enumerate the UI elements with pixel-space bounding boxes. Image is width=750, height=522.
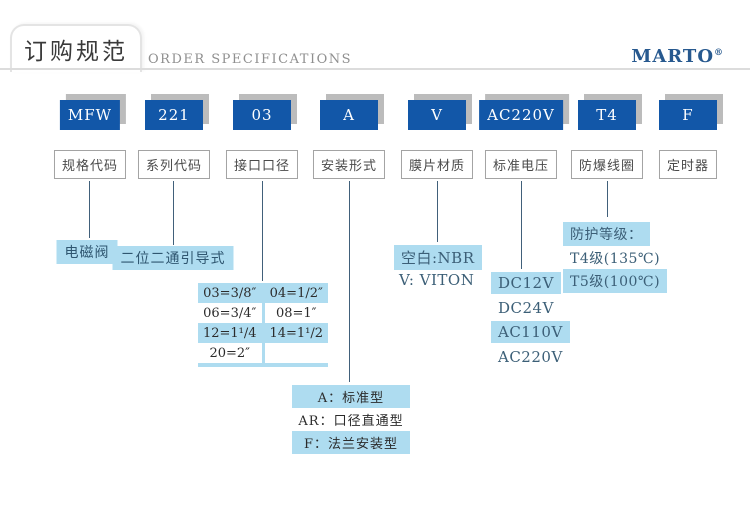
detail-coil-t5: T5级(100℃) bbox=[563, 269, 668, 293]
table-cell: 14=1¹/2 bbox=[269, 325, 324, 341]
label-mount: 安装形式 bbox=[312, 150, 386, 179]
brand-name: MARTO bbox=[631, 46, 714, 67]
table-cell bbox=[264, 343, 328, 363]
detail-series: 二位二通引导式 bbox=[112, 246, 234, 270]
brand-logo: MARTO® bbox=[631, 46, 724, 67]
detail-voltage-dc24v: DC24V bbox=[498, 299, 554, 317]
table-cell: 08=1″ bbox=[264, 303, 328, 323]
connector-voltage bbox=[521, 181, 522, 269]
code-box-diaphragm: V bbox=[408, 100, 466, 130]
connector-caliber bbox=[262, 181, 263, 281]
table-row: 03=3/8″ 04=1/2″ bbox=[198, 283, 328, 303]
table-cell: AR：口径直通型 bbox=[292, 408, 410, 431]
table-row: 06=3/4″ 08=1″ bbox=[198, 303, 328, 323]
code-box-spec: MFW bbox=[59, 100, 121, 130]
registered-mark: ® bbox=[714, 48, 724, 58]
label-series: 系列代码 bbox=[137, 150, 211, 179]
caliber-table: 03=3/8″ 04=1/2″ 06=3/4″ 08=1″ 12=1¹/4 14… bbox=[198, 283, 328, 367]
detail-spec: 电磁阀 bbox=[56, 240, 118, 264]
table-cell: 12=1¹/4 bbox=[202, 325, 257, 341]
label-voltage: 标准电压 bbox=[484, 150, 558, 179]
code-box-caliber: 03 bbox=[233, 100, 291, 130]
table-row: 12=1¹/4 14=1¹/2 bbox=[198, 323, 328, 343]
table-cell: 20=2″ bbox=[198, 343, 262, 363]
connector-spec bbox=[89, 181, 90, 238]
connector-diaphragm bbox=[437, 181, 438, 242]
label-caliber: 接口口径 bbox=[225, 150, 299, 179]
mount-type-table: A：标准型 AR：口径直通型 F：法兰安装型 bbox=[292, 385, 410, 454]
table-row: F：法兰安装型 bbox=[292, 431, 410, 454]
detail-diaphragm-nbr: 空白:NBR bbox=[394, 245, 482, 270]
connector-series bbox=[173, 181, 174, 245]
label-timer: 定时器 bbox=[658, 150, 718, 179]
table-row: A：标准型 bbox=[292, 385, 410, 408]
code-box-timer: F bbox=[659, 100, 717, 130]
header-divider bbox=[0, 68, 750, 70]
label-spec: 规格代码 bbox=[53, 150, 127, 179]
code-box-series: 221 bbox=[145, 100, 203, 130]
code-box-coil: T4 bbox=[578, 100, 636, 130]
detail-voltage-dc12v: DC12V bbox=[491, 272, 561, 294]
detail-coil-grade-title: 防护等级： bbox=[563, 222, 650, 246]
connector-coil bbox=[607, 181, 608, 217]
label-diaphragm: 膜片材质 bbox=[400, 150, 474, 179]
detail-coil-t4: T4级(135℃) bbox=[570, 251, 661, 267]
detail-voltage-ac220v: AC220V bbox=[498, 348, 563, 366]
table-cell: 04=1/2″ bbox=[269, 285, 323, 301]
code-box-voltage: AC220V bbox=[479, 100, 563, 130]
table-cell: 03=3/8″ bbox=[203, 285, 257, 301]
table-row: 20=2″ bbox=[198, 343, 328, 363]
code-box-mount: A bbox=[320, 100, 378, 130]
connector-mount bbox=[349, 181, 350, 382]
label-coil: 防爆线圈 bbox=[570, 150, 644, 179]
detail-diaphragm-viton: V: VITON bbox=[399, 271, 475, 289]
page-title: 订购规范 bbox=[10, 24, 142, 72]
table-row: AR：口径直通型 bbox=[292, 408, 410, 431]
page-subtitle: ORDER SPECIFICATIONS bbox=[148, 52, 353, 67]
table-cell: F：法兰安装型 bbox=[303, 437, 399, 452]
table-cell: A：标准型 bbox=[317, 391, 385, 406]
table-cell: 06=3/4″ bbox=[198, 303, 262, 323]
detail-voltage-ac110v: AC110V bbox=[491, 321, 570, 343]
